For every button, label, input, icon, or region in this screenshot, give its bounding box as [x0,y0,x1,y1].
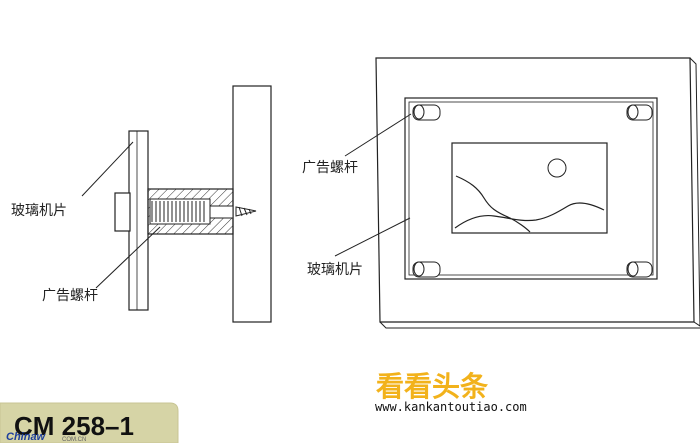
watermark: 看看头条 www.kankantoutiao.com [375,370,527,414]
wall-section [232,85,272,323]
screw-cap-section [114,192,131,232]
front-view: 广告螺杆 玻璃机片 [302,57,700,329]
glass-panel-front [404,97,658,280]
mountain-line [454,175,605,233]
side-section-view: 玻璃机片 广告螺杆 [11,85,272,323]
front-glass-leader [334,217,411,257]
picture-insert [451,142,608,234]
standoff-top-left [412,104,441,121]
right-screw-label: 广告螺杆 [302,160,358,176]
glass-leader-line [81,141,134,197]
standoff-bottom-left [412,261,441,278]
right-glass-label: 玻璃机片 [307,261,363,278]
threaded-screw-section [151,201,205,222]
standoff-bottom-right [626,261,653,278]
watermark-url: www.kankantoutiao.com [375,400,527,414]
watermark-title: 看看头条 [376,370,488,403]
brand-sub: COM.CN [62,437,86,443]
brand-logo: Chinaw COM.CN [6,431,86,443]
screw-leader-line [95,226,161,289]
wall-screw-section [209,205,234,219]
model-code-badge: CM 258–1 [0,402,179,443]
model-code-text: CM 258–1 [14,411,134,441]
standoff-top-right [626,104,653,121]
glass-panel-section [128,130,149,311]
left-glass-label: 玻璃机片 [11,202,67,219]
front-screw-leader [344,113,412,157]
brand-name: Chinaw [6,431,47,443]
sun-circle [547,158,567,178]
left-screw-label: 广告螺杆 [42,288,98,304]
